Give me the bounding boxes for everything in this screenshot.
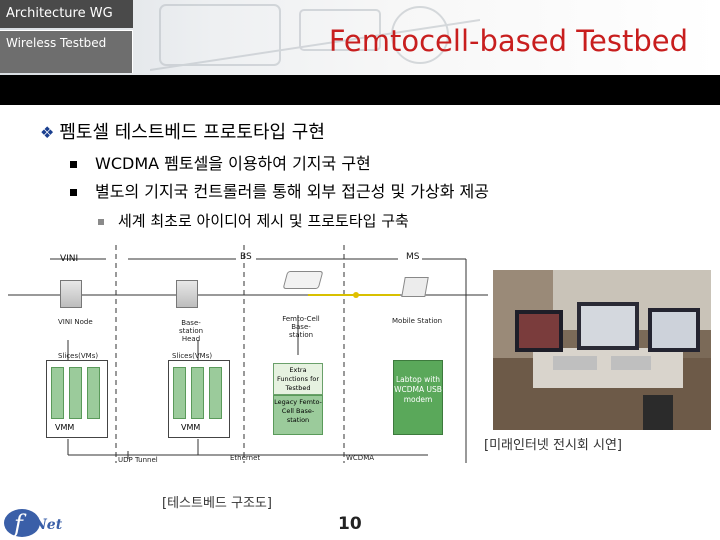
- subsection-label: Wireless Testbed: [0, 30, 133, 73]
- wcdma-label: WCDMA: [346, 454, 375, 462]
- vm-slice: [173, 367, 186, 419]
- testbed-diagram: VINI BS MS VINI Node Base-station Head F…: [8, 245, 488, 470]
- sub-bullet-1: WCDMA 펨토셀을 이용하여 기지국 구현: [70, 150, 371, 174]
- slide-header: Architecture WG Wireless Testbed Femtoce…: [0, 0, 720, 75]
- ethernet-label: Ethernet: [230, 454, 261, 462]
- section-label: Architecture WG: [0, 0, 133, 28]
- extra-functions-box: Extra Functions for Testbed: [273, 363, 323, 395]
- vm-slice: [209, 367, 222, 419]
- slices-label-2: Slices(VMs): [172, 352, 213, 360]
- vm-slice: [87, 367, 100, 419]
- vini-node-box: VMM: [46, 360, 108, 438]
- femtocell-device-icon: [282, 271, 324, 289]
- exhibition-photo: [493, 270, 711, 430]
- fnet-logo: f Net: [2, 505, 92, 540]
- vm-slice: [69, 367, 82, 419]
- diagram-caption: [테스트베드 구조도]: [162, 496, 272, 511]
- legacy-femtocell-box: Legacy Femto-Cell Base-station: [273, 395, 323, 435]
- fnet-logo-text: Net: [34, 517, 63, 533]
- photo-illustration: [493, 270, 711, 430]
- square-bullet-icon: [70, 189, 77, 196]
- main-bullet-text: 펨토셀 테스트베드 프로토타입 구현: [59, 122, 325, 143]
- fnet-logo-mark-icon: f: [4, 509, 40, 538]
- diamond-bullet-icon: ❖: [40, 123, 55, 142]
- laptop-modem-box: Labtop with WCDMA USB modem: [393, 360, 443, 435]
- square-bullet-icon: [98, 218, 104, 225]
- vm-slice: [51, 367, 64, 419]
- slices-label-1: Slices(VMs): [58, 352, 99, 360]
- slide-title: Femtocell-based Testbed: [328, 24, 688, 58]
- sub-bullet-2: 별도의 기지국 컨트롤러를 통해 외부 접근성 및 가상화 제공: [70, 178, 489, 202]
- vini-label: VINI: [60, 254, 79, 264]
- vini-node-server-icon: [60, 280, 82, 308]
- ms-label: MS: [406, 252, 420, 262]
- udp-tunnel-label: UDP Tunnel: [118, 456, 158, 464]
- main-bullet: ❖펨토셀 테스트베드 프로토타입 구현: [40, 118, 325, 144]
- sub-sub-bullet-1: 세계 최초로 아이디어 제시 및 프로토타입 구축: [98, 210, 409, 231]
- page-number: 10: [338, 514, 362, 534]
- header-band: [0, 75, 720, 105]
- bs-head-server-icon: [176, 280, 198, 308]
- square-bullet-icon: [70, 161, 77, 168]
- vmm-label-2: VMM: [181, 423, 201, 432]
- laptop-icon: [401, 277, 429, 297]
- photo-caption: [미래인터넷 전시회 시연]: [484, 438, 623, 453]
- sub-bullet-2-text: 별도의 기지국 컨트롤러를 통해 외부 접근성 및 가상화 제공: [95, 182, 489, 201]
- vmm-label-1: VMM: [55, 423, 75, 432]
- sub-bullet-1-text: WCDMA 펨토셀을 이용하여 기지국 구현: [95, 154, 371, 173]
- femtocell-bs-label: Femto-Cell Base-station: [282, 315, 320, 339]
- sub-sub-bullet-1-text: 세계 최초로 아이디어 제시 및 프로토타입 구축: [118, 212, 409, 230]
- vm-slice: [191, 367, 204, 419]
- bs-label: BS: [240, 252, 252, 262]
- vini-node-label: VINI Node: [58, 318, 93, 326]
- bs-head-box: VMM: [168, 360, 230, 438]
- header-decoration: [150, 4, 480, 71]
- mobile-station-label: Mobile Station: [392, 317, 443, 325]
- bs-head-label: Base-station Head: [178, 319, 204, 343]
